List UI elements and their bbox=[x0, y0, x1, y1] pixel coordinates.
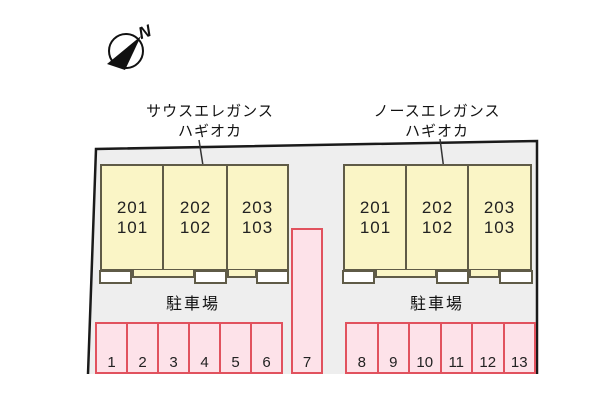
unit-lower-number: 101 bbox=[359, 218, 392, 237]
parking-space-10: 10 bbox=[410, 324, 442, 372]
parking-space-number: 9 bbox=[389, 354, 398, 371]
building-south-name-line2: ハギオカ bbox=[177, 123, 242, 140]
unit-201-101: 201 101 bbox=[102, 198, 163, 238]
parking-space-number: 8 bbox=[357, 354, 366, 371]
parking-space-number: 11 bbox=[448, 354, 465, 371]
parking-space-number: 6 bbox=[262, 354, 271, 371]
parking-space-9: 9 bbox=[379, 324, 410, 372]
parking-space-number: 12 bbox=[479, 354, 497, 371]
parking-space-number: 1 bbox=[107, 354, 116, 371]
parking-space-7: 7 bbox=[291, 228, 323, 374]
unit-divider bbox=[467, 166, 469, 269]
site-boundary-line bbox=[86, 139, 539, 375]
parking-lot-label-south: 駐車場 bbox=[165, 296, 220, 313]
parking-space-6: 6 bbox=[252, 324, 281, 372]
compass-north-icon: N bbox=[107, 21, 154, 70]
entrance-porch bbox=[194, 270, 227, 284]
unit-divider bbox=[405, 166, 407, 269]
unit-upper-number: 203 bbox=[483, 198, 516, 217]
unit-lower-number: 101 bbox=[116, 218, 149, 237]
unit-upper-number: 201 bbox=[116, 198, 149, 217]
parking-space-number: 5 bbox=[231, 354, 240, 371]
unit-lower-number: 103 bbox=[241, 218, 274, 237]
parking-space-number: 10 bbox=[416, 354, 434, 371]
entrance-porch bbox=[499, 270, 533, 284]
unit-203-103: 203 103 bbox=[228, 198, 287, 238]
entrance-porch bbox=[256, 270, 289, 284]
entrance-porch bbox=[436, 270, 469, 284]
building-step bbox=[469, 270, 500, 278]
parking-space-13: 13 bbox=[505, 324, 535, 372]
unit-lower-number: 103 bbox=[483, 218, 516, 237]
parking-space-number: 4 bbox=[200, 354, 209, 371]
entrance-porch bbox=[342, 270, 375, 284]
parking-space-4: 4 bbox=[190, 324, 221, 372]
unit-203-103: 203 103 bbox=[469, 198, 530, 238]
building-south: 201 101 202 102 203 103 bbox=[100, 164, 289, 271]
unit-lower-number: 102 bbox=[179, 218, 212, 237]
unit-202-102: 202 102 bbox=[163, 198, 228, 238]
building-north-name-line1: ノースエレガンス bbox=[373, 103, 501, 120]
unit-upper-number: 203 bbox=[241, 198, 274, 217]
unit-upper-number: 202 bbox=[421, 198, 454, 217]
building-north: 201 101 202 102 203 103 bbox=[343, 164, 532, 271]
unit-upper-number: 201 bbox=[359, 198, 392, 217]
unit-201-101: 201 101 bbox=[345, 198, 406, 238]
parking-space-number: 3 bbox=[169, 354, 178, 371]
parking-space-1: 1 bbox=[97, 324, 128, 372]
parking-space-3: 3 bbox=[159, 324, 190, 372]
unit-divider bbox=[226, 166, 228, 269]
unit-202-102: 202 102 bbox=[406, 198, 469, 238]
parking-space-12: 12 bbox=[473, 324, 505, 372]
parking-space-number: 2 bbox=[138, 354, 147, 371]
unit-upper-number: 202 bbox=[179, 198, 212, 217]
unit-divider bbox=[162, 166, 164, 269]
parking-space-number: 13 bbox=[510, 354, 528, 371]
parking-space-2: 2 bbox=[128, 324, 159, 372]
unit-lower-number: 102 bbox=[421, 218, 454, 237]
parking-space-number: 7 bbox=[302, 354, 312, 371]
building-south-name-line1: サウスエレガンス bbox=[146, 103, 274, 120]
parking-row-right: 8 9 10 11 12 13 bbox=[345, 322, 536, 374]
parking-space-5: 5 bbox=[221, 324, 252, 372]
building-step bbox=[227, 270, 257, 278]
building-north-name-line2: ハギオカ bbox=[404, 123, 469, 140]
building-step bbox=[375, 270, 437, 278]
building-step bbox=[132, 270, 195, 278]
parking-space-11: 11 bbox=[442, 324, 473, 372]
parking-row-left: 1 2 3 4 5 6 bbox=[95, 322, 283, 374]
entrance-porch bbox=[99, 270, 132, 284]
parking-lot-label-north: 駐車場 bbox=[409, 296, 464, 313]
parking-space-8: 8 bbox=[347, 324, 379, 372]
